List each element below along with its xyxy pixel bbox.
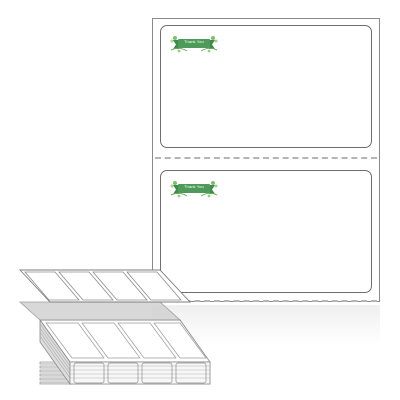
label-bottom: Thank You — [160, 170, 372, 293]
banner-text: Thank You — [184, 39, 204, 44]
label-sheet: Thank You Thank You — [152, 18, 380, 302]
label-top: Thank You — [160, 25, 372, 148]
thank-you-banner-graphic: Thank You — [169, 179, 219, 199]
perforation-line — [155, 300, 377, 302]
floral-banner-icon — [170, 181, 218, 198]
thank-you-banner-graphic: Thank You — [169, 34, 219, 54]
perforation-line — [155, 157, 377, 159]
banner-text: Thank You — [184, 184, 204, 189]
floral-banner-icon — [170, 36, 218, 53]
